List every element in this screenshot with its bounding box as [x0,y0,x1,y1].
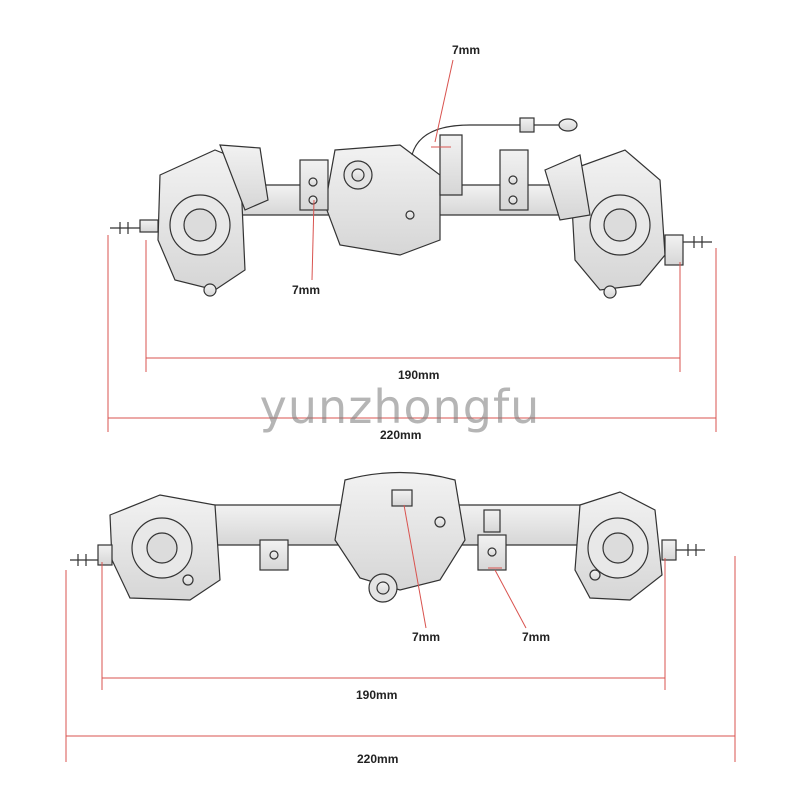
rear-diff-mount-label: 7mm [412,630,441,644]
rear-link-mount-label: 7mm [522,630,551,644]
front-link-mount-label: 7mm [292,283,321,297]
rear-axle [70,471,705,603]
watermark-text: yunzhongfu [259,380,541,434]
front-top-bracket [439,134,463,196]
rear-right-hub [574,491,677,601]
front-outer-width-label: 220mm [380,428,422,442]
front-right-hub [544,149,684,299]
rear-inner-width-label: 190mm [356,688,398,702]
front-left-hub [139,144,269,297]
rear-differential [334,471,466,603]
rear-left-hub [97,494,221,601]
front-top-bracket-label: 7mm [452,43,481,57]
front-inner-width-label: 190mm [398,368,440,382]
rear-outer-width-label: 220mm [357,752,399,766]
front-dimension-lines [107,59,717,432]
front-axle [110,117,712,299]
rear-dimension-lines [65,504,736,762]
front-differential [324,144,441,256]
